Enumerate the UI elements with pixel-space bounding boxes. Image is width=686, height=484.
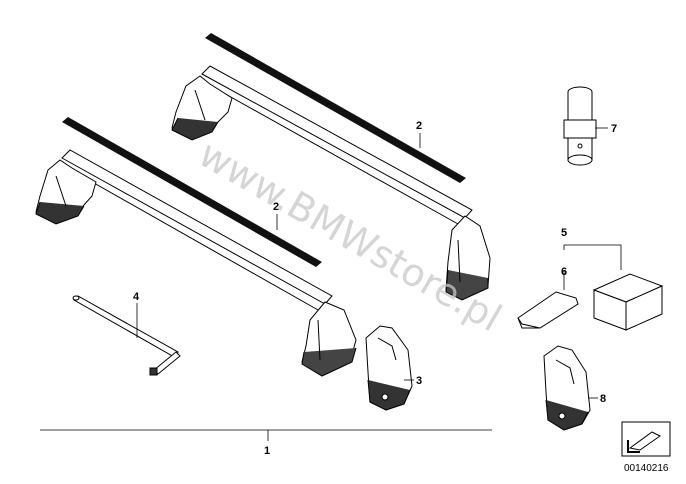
callout-strip-front: 2 xyxy=(273,201,279,213)
callout-assembly: 1 xyxy=(264,445,270,457)
roof-bar-front xyxy=(35,149,357,377)
reference-number: 00140216 xyxy=(624,463,669,474)
callout-pad: 6 xyxy=(561,266,567,278)
callout-foot: 3 xyxy=(416,375,422,387)
callout-kit: 5 xyxy=(561,227,567,239)
allen-wrench xyxy=(72,295,181,376)
callout-lock-cylinder: 7 xyxy=(611,123,617,135)
callout-leaders xyxy=(40,127,622,441)
callout-strip-rear: 2 xyxy=(416,120,422,132)
kit-box xyxy=(592,273,664,331)
foot-part-8 xyxy=(543,345,591,431)
pad xyxy=(517,291,579,329)
roof-bar-rear xyxy=(171,65,491,301)
rubber-strip-front xyxy=(62,117,322,267)
rubber-strip-rear xyxy=(205,33,466,183)
callout-foot-alt: 8 xyxy=(600,393,606,405)
lock-cylinder xyxy=(563,86,597,166)
foot-part-3 xyxy=(365,325,413,411)
reference-icon xyxy=(621,421,671,457)
callout-wrench: 4 xyxy=(133,291,140,303)
